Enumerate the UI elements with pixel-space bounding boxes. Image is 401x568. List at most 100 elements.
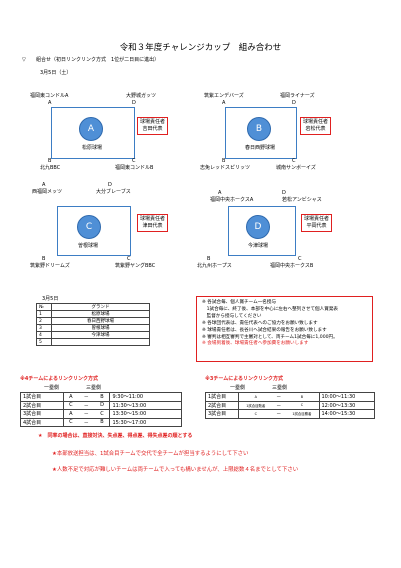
vs-dash: －	[272, 400, 286, 410]
group-a-top-right-team: 大野城ガッツ	[126, 93, 157, 99]
third-base-team: D	[94, 400, 111, 410]
group-c-responsible: 球場責任者 津田代表	[137, 214, 169, 232]
group-a-diagram-box	[51, 107, 135, 159]
group-a-circle: A	[79, 117, 103, 141]
group-d-top-right-letter: D	[282, 190, 286, 196]
first-base-team: A	[238, 392, 273, 402]
round4-title: ※4チームによるリンクリンク方式	[20, 376, 99, 382]
first-base-team: C	[238, 409, 273, 419]
group-a-responsible: 球場責任者 吉田代表	[137, 117, 169, 135]
group-c-diagram-box	[57, 206, 131, 256]
group-d-circle: D	[246, 215, 270, 239]
third-base-team: B	[94, 392, 111, 402]
note-line: ※ 審判は相互審判で主審対として、両チーム1試合毎に1,000円。	[202, 334, 338, 340]
vs-dash: －	[77, 392, 95, 402]
group-d-top-left-letter: A	[218, 190, 222, 196]
group-a-top-left-team: 福岡東コンドルA	[30, 93, 69, 99]
third-base-team: C	[94, 409, 111, 419]
format-line: 組合せ（初日リンクリンク方式 1位が二日目に進出）	[36, 57, 160, 63]
game-label: 3試合目	[20, 409, 64, 419]
note-line: 監督から授与してください	[202, 313, 262, 319]
note-line: ※ 各球団代表は、責任代表へのご協力をお願い致します	[202, 320, 318, 326]
group-c-venue: 曽根球場	[77, 243, 98, 249]
group-c-bottom-left-team: 筑紫野ドリームズ	[30, 263, 70, 269]
group-a-top-right-letter: D	[132, 100, 136, 106]
format-mark: ▽	[22, 57, 26, 63]
game-label: 2試合目	[20, 400, 64, 410]
ground-no: 5	[36, 338, 52, 346]
game-time: 12:00～13:30	[318, 400, 375, 410]
group-c-top-right-team: 大分ブレーブス	[96, 189, 131, 195]
vs-dash: －	[272, 409, 286, 419]
third-base-team: 1試合目勝者	[285, 409, 320, 419]
round3-col-first: 一塁側	[230, 385, 246, 391]
group-b-responsible-name: 岩松代表	[305, 126, 326, 132]
group-a-bottom-right-letter: C	[132, 158, 136, 164]
game-label: 1試合目	[204, 392, 240, 402]
group-b-top-right-letter: D	[292, 100, 296, 106]
group-b-responsible: 球場責任者 岩松代表	[300, 117, 332, 135]
game-label: 1試合目	[20, 392, 64, 402]
group-a-venue: 松原球場	[81, 145, 102, 151]
game-time: 13:30～15:00	[109, 409, 182, 419]
game-time: 9:30～11:00	[109, 392, 182, 402]
footnote-tiebreak: ★ 同率の場合は、直接対決、失点差、得点差、得失点差の順とする	[38, 433, 193, 439]
round3-col-third: 三塁側	[272, 385, 288, 391]
group-c-responsible-name: 津田代表	[142, 223, 163, 229]
group-a-bottom-left-letter: B	[48, 158, 52, 164]
group-d-bottom-right-team: 福岡中央ホークスB	[270, 263, 314, 269]
group-a-responsible-name: 吉田代表	[142, 126, 163, 132]
ground-name: 松原球場	[51, 310, 150, 318]
group-b-top-right-team: 福岡ライナーズ	[280, 93, 315, 99]
group-c-top-left-team: 西福岡メッツ	[32, 189, 63, 195]
ground-no: 3	[36, 324, 52, 332]
group-d-top-right-team: 若松アンビシャス	[282, 197, 322, 203]
vs-dash: －	[77, 409, 95, 419]
group-a-bottom-right-team: 福岡東コンドルB	[115, 165, 154, 171]
group-d-responsible: 球場責任者 平岡代表	[301, 214, 333, 232]
note-line: ※ 各試合毎、個人賞チーム一名授与	[202, 300, 277, 305]
notes-box: ※ 各試合毎、個人賞チーム一名授与 1試合毎に、終了後、本部を中心に左右へ整列さ…	[196, 296, 373, 362]
group-c-top-right-letter: D	[108, 182, 112, 188]
ground-table-header: № グランド	[36, 303, 150, 311]
ground-table-header-no: №	[36, 303, 52, 311]
footnote-broadcast: ★本部放送担当は、1試合目チームで交代で全チームが担当するようにして下さい	[52, 451, 249, 457]
ground-no: 1	[36, 310, 52, 318]
group-b-responsible-title: 球場責任者	[303, 119, 329, 125]
note-line: 1試合毎に、終了後、本部を中心に左右へ整列させて個人賞発表	[202, 306, 339, 312]
game-time: 14:00～15:30	[318, 409, 375, 419]
group-c-bottom-right-letter: C	[127, 256, 131, 262]
group-c-responsible-title: 球場責任者	[140, 216, 166, 222]
first-base-team: A	[62, 409, 78, 419]
table-row: 5	[36, 338, 150, 346]
ground-table-caption: 3月5日	[42, 296, 59, 302]
page-title: 令和３年度チャレンジカップ 組み合わせ	[119, 43, 282, 53]
game-time: 10:00～11:30	[318, 392, 375, 402]
game-time: 11:30～13:00	[109, 400, 182, 410]
first-base-team: C	[62, 400, 78, 410]
round4-col-first: 一塁側	[44, 385, 60, 391]
ground-name	[51, 338, 150, 346]
group-a-responsible-title: 球場責任者	[140, 119, 166, 125]
vs-dash: －	[77, 400, 95, 410]
round4-col-third: 三塁側	[86, 385, 102, 391]
group-c-bottom-left-letter: B	[42, 256, 46, 262]
game-label: 4試合目	[20, 417, 64, 427]
date-label: 3月5日（土）	[40, 70, 72, 76]
group-b-bottom-left-team: 志免レッドスピリッツ	[200, 165, 251, 171]
game-label: 2試合目	[204, 400, 240, 410]
game-time: 15:30～17:00	[109, 417, 182, 427]
group-b-venue: 春日西野球場	[244, 145, 275, 151]
ground-name: 春日西野球場	[51, 317, 150, 325]
ground-table-header-ground: グランド	[51, 303, 150, 311]
